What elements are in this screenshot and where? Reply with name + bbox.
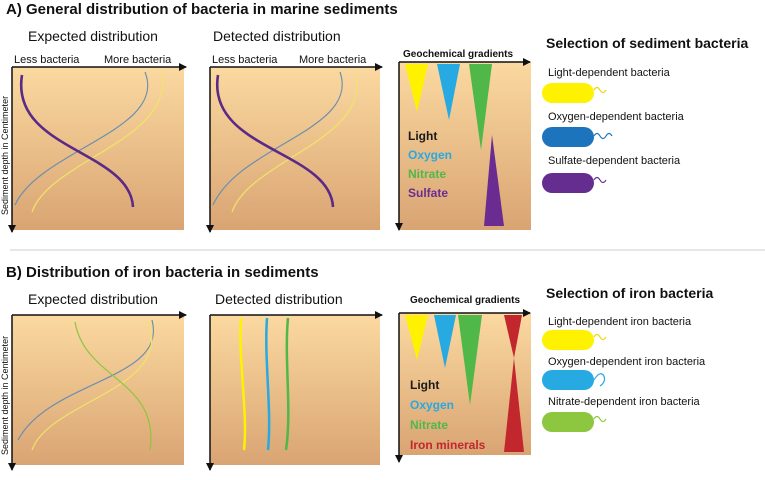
b-bacteria-label-light: Light-dependent iron bacteria [548,316,692,328]
a-more-label: More bacteria [104,54,172,66]
a-detected-title: Detected distribution [213,28,341,44]
a-bacteria-label-oxygen: Oxygen-dependent bacteria [548,111,685,123]
a-expected-light-curve [31,71,164,213]
a-bacteria-label-light: Light-dependent bacteria [548,67,671,79]
a-gradients-title: Geochemical gradients [403,49,513,60]
b-light-gradient [405,315,428,360]
a-gradient-label-nitrate: Nitrate [408,167,446,181]
section-a-title: A) General distribution of bacteria in m… [6,1,398,18]
b-expected-light-curve [31,319,153,451]
b-depth-label: Sediment depth in Centimeter [0,336,10,455]
b-bacteria-label-oxygen: Oxygen-dependent iron bacteria [548,356,706,368]
a-light-bacterium [542,83,607,103]
b-nitrate-bacterium [542,412,607,432]
b-gradient-label-iron: Iron minerals [410,438,486,452]
a-less-label: Less bacteria [14,54,80,66]
b-selection-title: Selection of iron bacteria [546,285,713,301]
b-detected-light-line [239,317,247,451]
b-oxygen-bacterium [542,370,606,390]
b-detected-title: Detected distribution [215,291,343,307]
b-expected-nitrate-curve [74,321,152,451]
a-oxygen-gradient [437,64,460,120]
a-expected-plot [12,67,184,230]
section-b-title: B) Distribution of iron bacteria in sedi… [6,264,319,281]
b-light-bacterium [542,330,607,350]
a-detected-light-curve [231,71,359,213]
b-expected-plot [12,315,184,465]
a-expected-oxygen-curve [14,71,149,206]
a-detected-plot [210,67,380,230]
b-bacteria-label-nitrate: Nitrate-dependent iron bacteria [548,396,701,408]
b-nitrate-gradient [458,315,482,405]
a-depth-label-1: Sediment depth in Centimeter [0,96,10,215]
a-light-gradient [405,64,428,112]
b-gradient-label-nitrate: Nitrate [410,418,448,432]
b-detected-oxygen-line [265,317,271,451]
a-gradient-label-light: Light [408,129,437,143]
a-expected-title: Expected distribution [28,28,158,44]
a-detected-oxygen-curve [212,71,343,206]
b-iron-gradient [504,315,524,452]
a-selection-title: Selection of sediment bacteria [546,35,748,51]
a-less-label-2: Less bacteria [212,54,278,66]
a-gradient-label-sulfate: Sulfate [408,186,448,200]
a-bacteria-label-sulfate: Sulfate-dependent bacteria [548,155,681,167]
a-detected-sulfate-curve [215,74,335,208]
a-sulfate-gradient [484,135,504,226]
b-expected-title: Expected distribution [28,291,158,307]
a-gradient-label-oxygen: Oxygen [408,148,452,162]
b-detected-nitrate-line [284,317,290,451]
a-more-label-2: More bacteria [299,54,367,66]
b-gradient-label-light: Light [410,378,439,392]
b-gradients-title: Geochemical gradients [410,295,520,306]
b-detected-plot [210,315,380,465]
a-sulfate-bacterium [542,173,607,193]
b-oxygen-gradient [434,315,456,368]
b-gradient-label-oxygen: Oxygen [410,398,454,412]
a-expected-sulfate-curve [19,74,135,208]
a-oxygen-bacterium [542,127,613,147]
a-nitrate-gradient [469,64,492,150]
